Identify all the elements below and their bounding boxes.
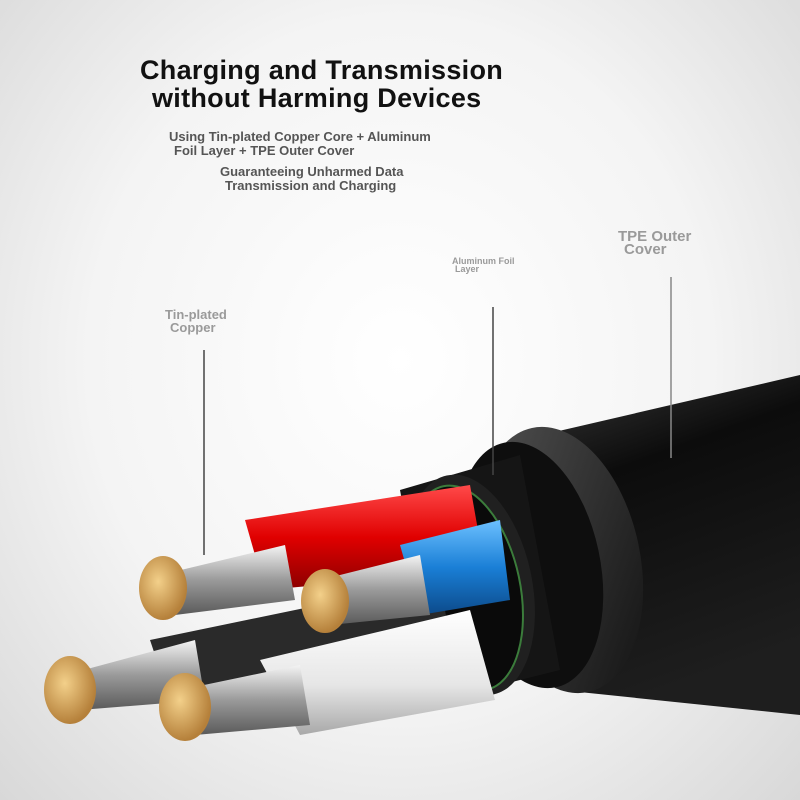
headline-line2: without Harming Devices <box>152 83 482 113</box>
copper-core-ends <box>44 556 349 741</box>
label-tpe-outer-cover: TPE Outer Cover <box>618 228 692 258</box>
label-aluminum-foil: Aluminum Foil Layer <box>452 256 515 274</box>
subtitle-materials-line1: Using Tin-plated Copper Core + Aluminum <box>169 129 431 144</box>
subtitle-guarantee-line2: Transmission and Charging <box>225 178 397 193</box>
label-foil-line2: Layer <box>455 264 480 274</box>
subtitle-guarantee: Guaranteeing Unharmed Data Transmission … <box>220 165 404 193</box>
subtitle-materials: Using Tin-plated Copper Core + Aluminum … <box>169 130 431 158</box>
label-copper-line1: Tin-plated <box>165 307 227 322</box>
label-tpe-line1: TPE Outer <box>618 228 692 245</box>
subtitle-materials-line2: Foil Layer + TPE Outer Cover <box>174 143 355 158</box>
headline: Charging and Transmission without Harmin… <box>140 56 503 112</box>
label-tpe-line2: Cover <box>624 241 667 258</box>
label-tin-plated-copper: Tin-plated Copper <box>165 308 227 334</box>
white-wire <box>260 610 495 735</box>
label-copper-line2: Copper <box>170 320 216 335</box>
label-foil-line1: Aluminum Foil <box>452 256 515 266</box>
subtitle-guarantee-line1: Guaranteeing Unharmed Data <box>220 164 404 179</box>
copper-strands <box>65 545 430 735</box>
blue-wire <box>400 520 510 615</box>
headline-line1: Charging and Transmission <box>140 55 504 85</box>
